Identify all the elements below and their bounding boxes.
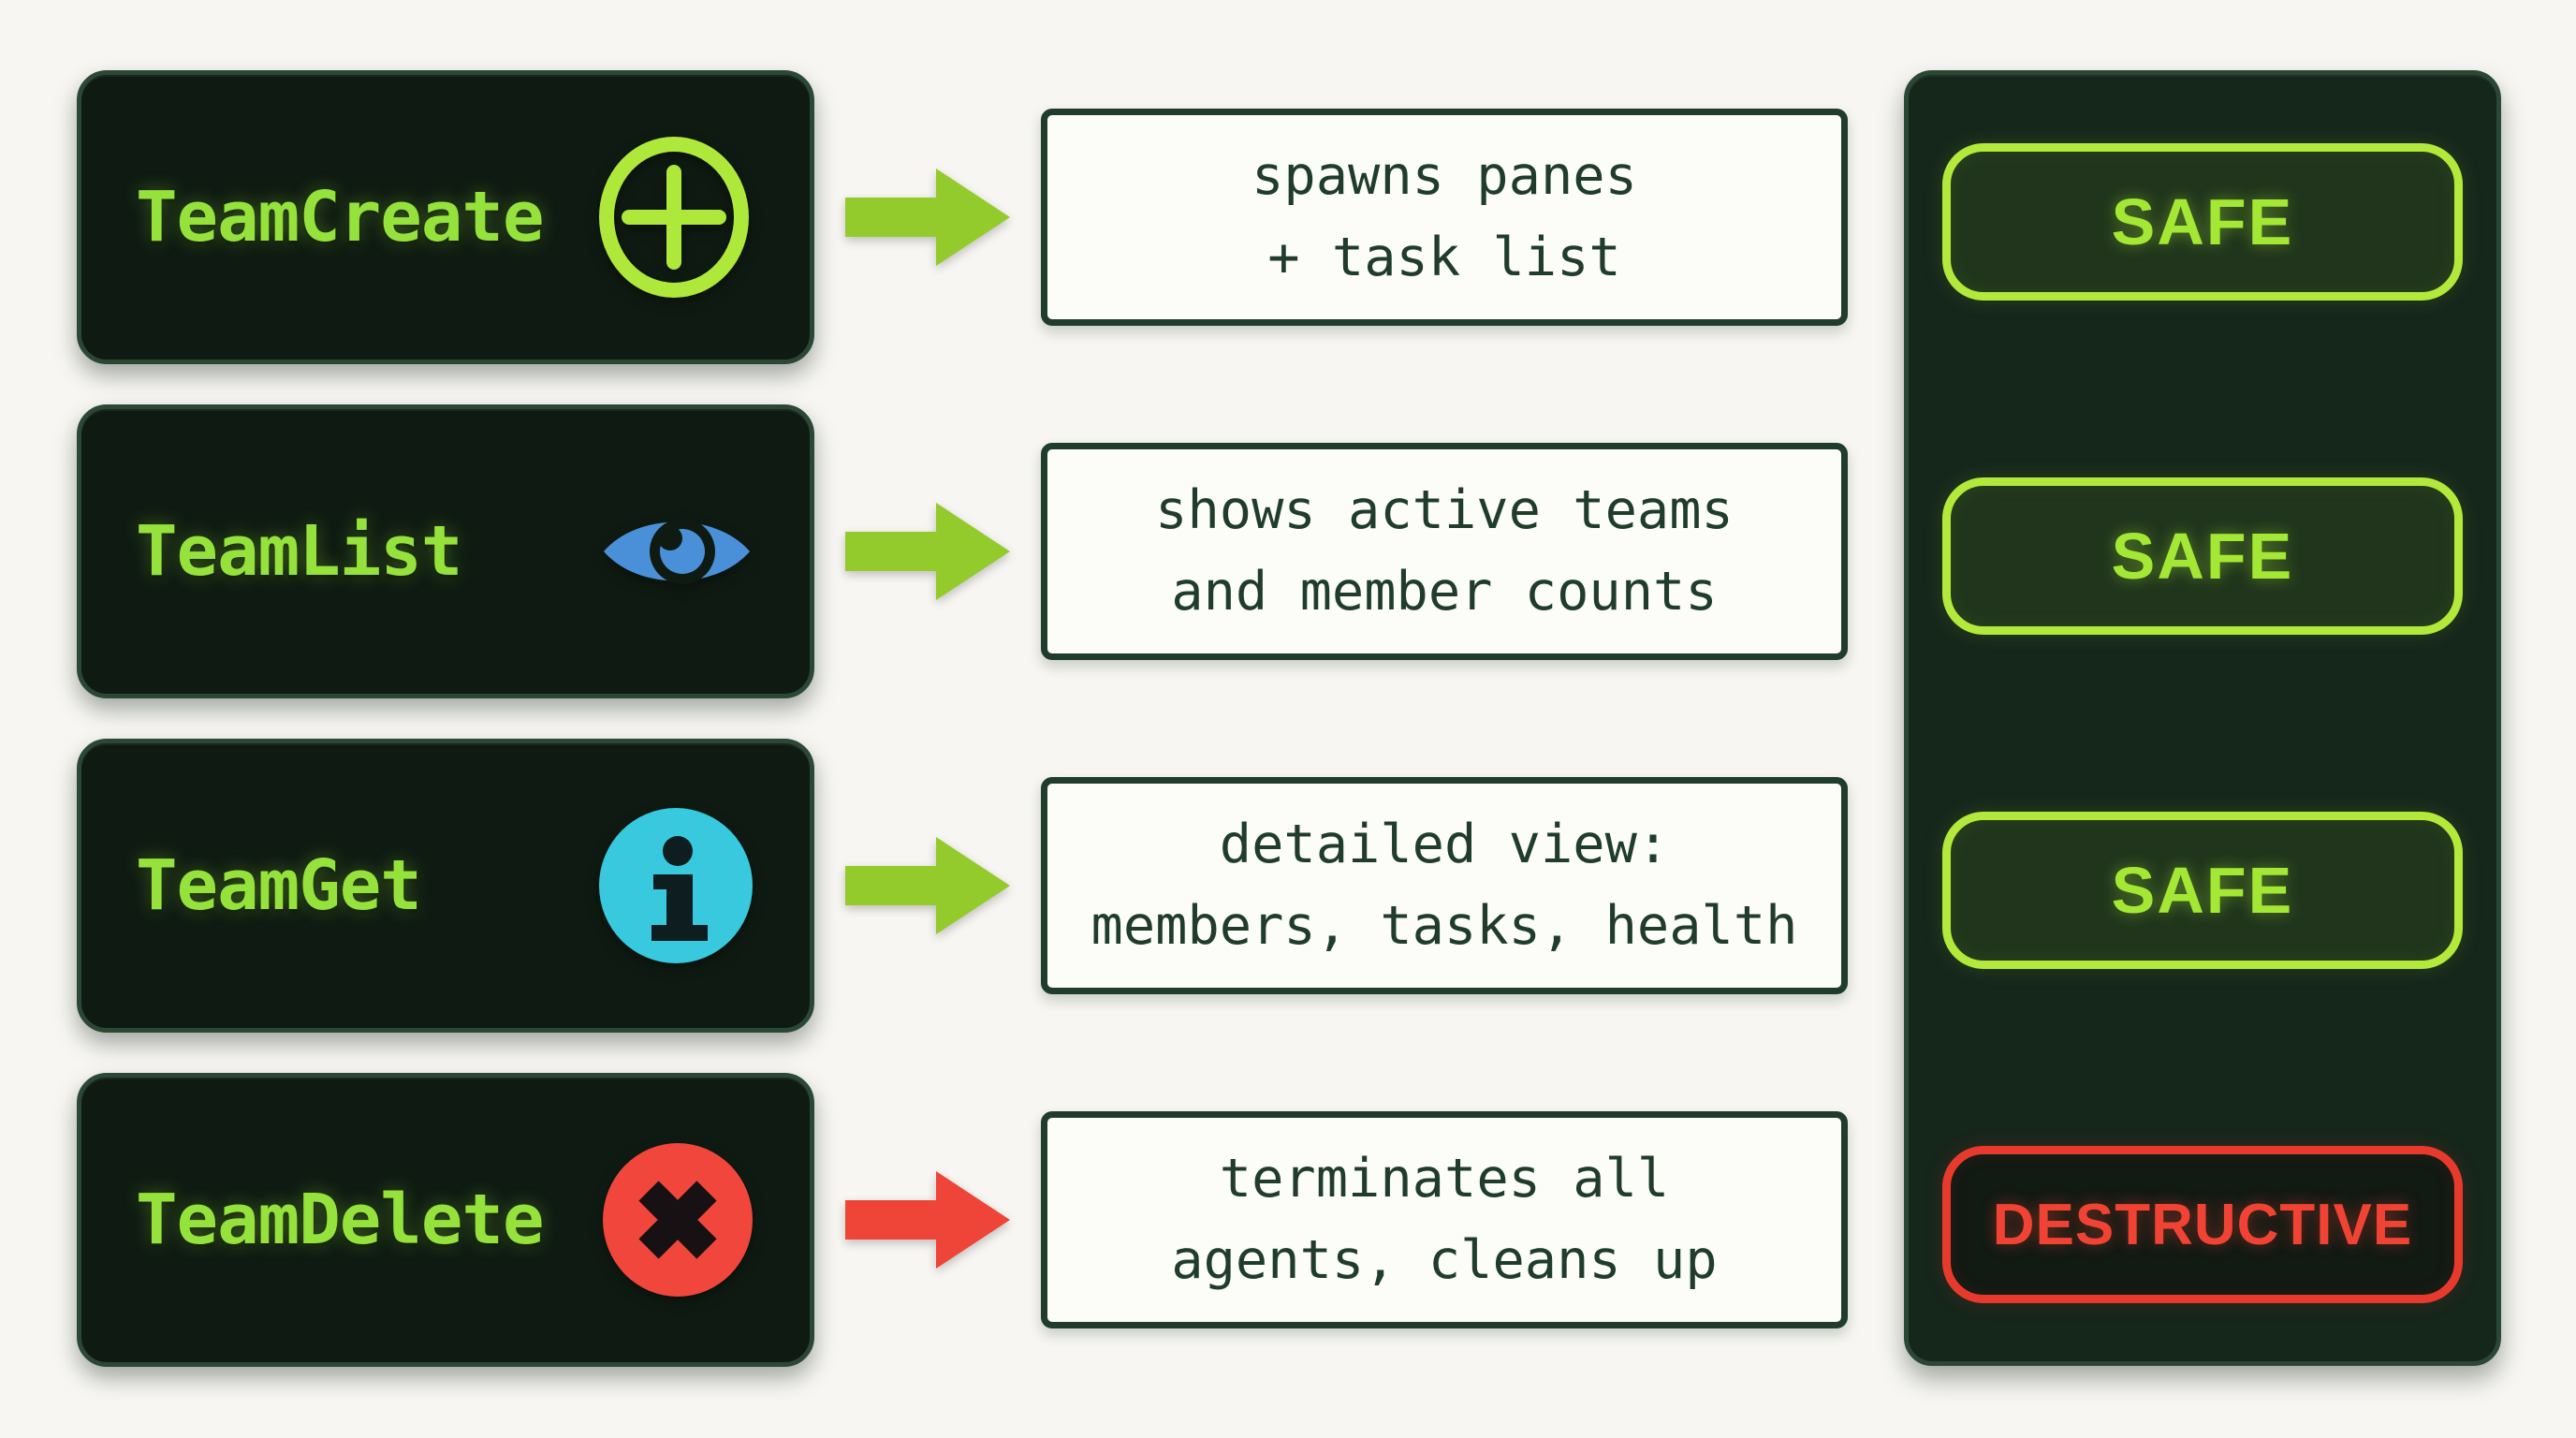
arrow-right-icon bbox=[845, 1166, 1012, 1274]
tool-card-teamget: TeamGet bbox=[77, 739, 814, 1033]
tool-name-label: TeamCreate bbox=[136, 177, 545, 257]
description-box: detailed view: members, tasks, health bbox=[1041, 777, 1848, 994]
arrow-right-icon bbox=[845, 163, 1012, 271]
x-circle-icon bbox=[602, 1142, 754, 1298]
eye-icon bbox=[600, 503, 754, 600]
description-box: shows active teams and member counts bbox=[1041, 443, 1848, 660]
description-line-2: and member counts bbox=[1171, 561, 1718, 623]
plus-circle-icon bbox=[594, 135, 754, 300]
description-line-1: terminates all bbox=[1219, 1148, 1670, 1211]
tool-name-label: TeamList bbox=[136, 511, 462, 592]
tool-name-label: TeamGet bbox=[136, 845, 422, 926]
description-box: spawns panes + task list bbox=[1041, 109, 1848, 326]
description-box: terminates all agents, cleans up bbox=[1041, 1111, 1848, 1328]
info-circle-icon bbox=[598, 807, 754, 964]
description-line-2: members, tasks, health bbox=[1090, 895, 1798, 957]
description-line-2: + task list bbox=[1267, 227, 1621, 288]
tool-name-label: TeamDelete bbox=[136, 1180, 545, 1260]
description-line-1: shows active teams bbox=[1155, 479, 1734, 542]
safety-badge-safe: SAFE bbox=[1942, 143, 2463, 301]
arrow-right-icon bbox=[845, 497, 1012, 606]
safety-badge-destructive: DESTRUCTIVE bbox=[1942, 1146, 2463, 1303]
description-line-2: agents, cleans up bbox=[1171, 1229, 1718, 1291]
safety-badge-safe: SAFE bbox=[1942, 477, 2463, 635]
description-line-1: detailed view: bbox=[1219, 814, 1670, 876]
safety-badge-safe: SAFE bbox=[1942, 812, 2463, 969]
arrow-right-icon bbox=[845, 831, 1012, 940]
tool-card-teamdelete: TeamDelete bbox=[77, 1073, 814, 1367]
safety-panel: SAFE SAFE SAFE DESTRUCTIVE bbox=[1904, 70, 2501, 1366]
tool-card-teamcreate: TeamCreate bbox=[77, 70, 814, 364]
tool-card-teamlist: TeamList bbox=[77, 404, 814, 698]
description-line-1: spawns panes bbox=[1251, 145, 1637, 208]
